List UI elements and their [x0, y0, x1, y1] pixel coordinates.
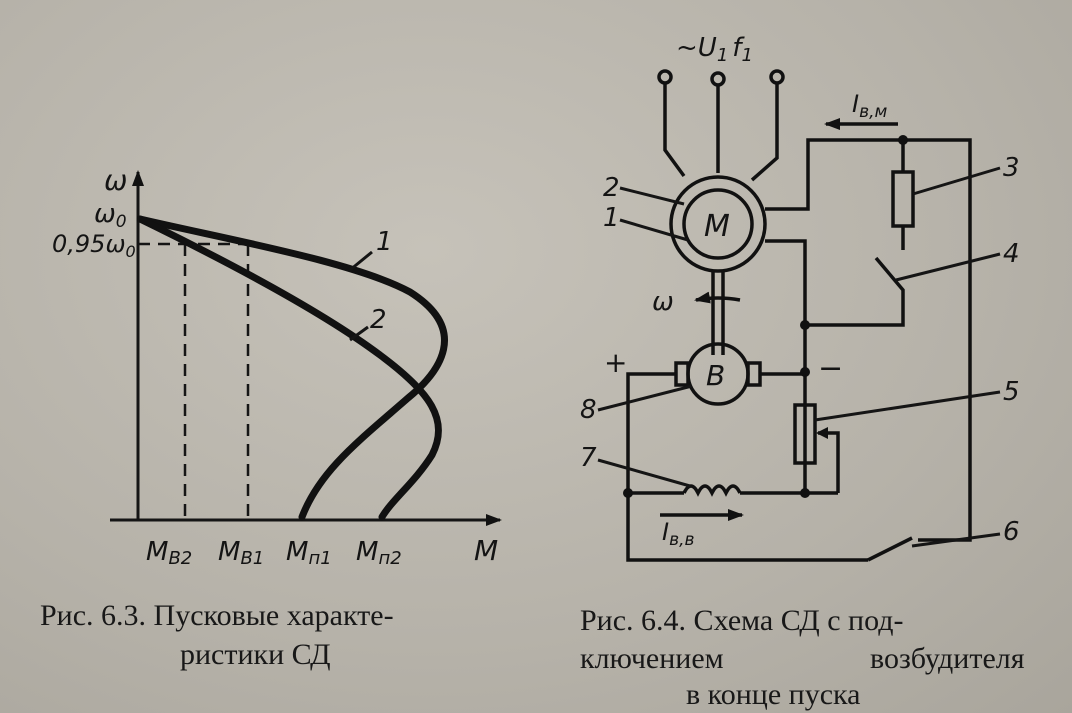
leader-7: [597, 458, 691, 488]
caption-6-4-line2a: ключением: [580, 642, 724, 675]
caption-6-4-line3: в конце пуска: [686, 678, 860, 711]
caption-6-3-line1: Рис. 6.3. Пусковые характе-: [40, 599, 394, 632]
leader-4: [895, 252, 1001, 282]
leader-2: [619, 186, 685, 206]
rheostat-5: [793, 403, 817, 465]
caption-6-4-line2b: возбудителя: [870, 642, 1025, 675]
tick-mb1: MB1: [218, 537, 264, 569]
label-6: 6: [1003, 517, 1020, 547]
curve-2-label: 2: [370, 305, 387, 335]
label-7: 7: [580, 443, 597, 473]
supply-wire-c: [750, 83, 779, 182]
y-axis-label: ω: [104, 164, 127, 197]
plus-sign: +: [604, 346, 627, 379]
junction-top: [898, 135, 908, 145]
curve-1-leader: [349, 250, 373, 272]
x-axis-label: M: [474, 534, 498, 567]
resistor-3: [891, 170, 915, 228]
junction-switch4: [800, 320, 810, 330]
label-8: 8: [580, 395, 597, 425]
label-5: 5: [1003, 377, 1020, 407]
tick-mp1: Mп1: [286, 537, 332, 569]
exciter-brush-left: [674, 361, 690, 387]
leader-1: [619, 218, 689, 242]
motor-stator: [669, 175, 767, 273]
exciter-brush-right: [746, 361, 762, 387]
motor-rotor: [682, 188, 754, 260]
label-2: 2: [603, 173, 620, 203]
field-winding-7: [682, 484, 742, 497]
rotation-arrow: [694, 291, 741, 304]
rotor-wire-bottom: [765, 239, 807, 493]
label-3: 3: [1003, 153, 1020, 183]
leader-3: [912, 166, 1001, 196]
supply-terminal-c: [769, 69, 785, 85]
tick-mb2: MB2: [146, 537, 192, 569]
leader-5: [814, 390, 1001, 422]
switch-4: [805, 256, 905, 327]
leader-8: [597, 384, 693, 412]
current-motor-label: Iв,м: [852, 90, 888, 122]
label-4: 4: [1003, 239, 1020, 269]
curve-1: [136, 215, 448, 521]
curve-2: [136, 215, 442, 521]
switch-6: [867, 536, 913, 562]
caption-6-4-line1: Рис. 6.4. Схема СД с под-: [580, 604, 903, 637]
omega-label: ω: [652, 287, 674, 317]
minus-sign: −: [818, 351, 843, 386]
curve-1-label: 1: [376, 227, 393, 257]
rheostat-5-slider: [818, 431, 840, 493]
omega0-label: ω0: [94, 199, 127, 232]
caption-6-3-line2: ристики СД: [180, 638, 331, 671]
motor-label: M: [704, 209, 730, 244]
junction-minus: [800, 367, 810, 377]
rotor-wire-top: [765, 138, 972, 542]
fig-6-3: 1 2 ω ω0 0,95ω0 M MB2 MB1 Mп1 Mп2 Рис. 6…: [40, 164, 502, 671]
supply-terminal-b: [710, 71, 726, 87]
rheostat-5-arrowhead: [816, 427, 828, 439]
tick-mp2: Mп2: [356, 537, 402, 569]
label-1: 1: [603, 203, 620, 233]
supply-terminal-a: [657, 69, 673, 85]
current-exciter-label: Iв,в: [662, 518, 695, 550]
supply-wire-a: [663, 83, 686, 178]
exciter-label: B: [706, 359, 725, 392]
curve-2-leader: [349, 325, 369, 342]
omega95-label: 0,95ω0: [52, 230, 136, 261]
leader-6: [911, 532, 1001, 548]
